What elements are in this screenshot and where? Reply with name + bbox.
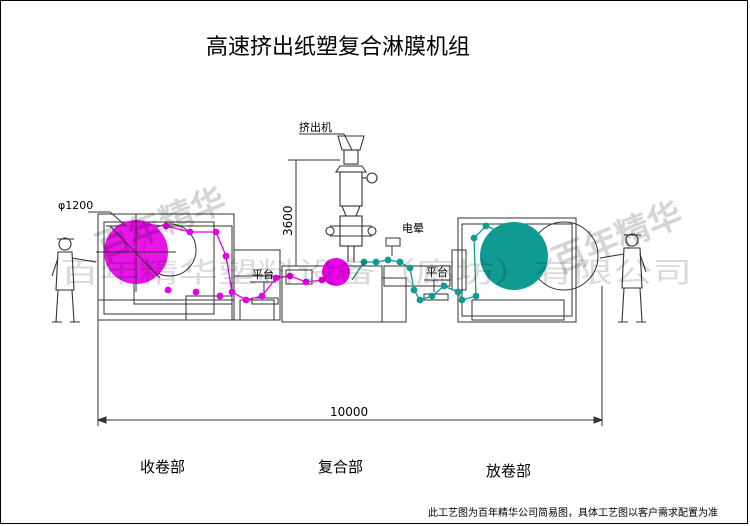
winding-roll-crosshair bbox=[96, 214, 176, 292]
section-laminating-label: 复合部 bbox=[318, 458, 363, 476]
length-dimension bbox=[96, 286, 604, 426]
height-label: 3600 bbox=[281, 205, 295, 236]
height-dimension bbox=[288, 159, 340, 267]
corona-treater: 电晕 bbox=[385, 222, 424, 256]
web-path-magenta bbox=[136, 220, 326, 304]
unwinding-roll bbox=[480, 222, 548, 290]
diameter-callout: φ1200 bbox=[58, 199, 127, 227]
platform-right: 平台 bbox=[423, 265, 450, 301]
section-winding-label: 收卷部 bbox=[140, 458, 185, 476]
chill-roll bbox=[322, 258, 350, 286]
watermark-company: 百年精华塑料设备（廊坊）有限公司 bbox=[60, 256, 692, 289]
platform-left: 平台 bbox=[250, 267, 279, 305]
platform-right-label: 平台 bbox=[426, 265, 448, 279]
extruder bbox=[325, 135, 378, 262]
extruder-label: 挤出机 bbox=[299, 120, 332, 134]
operator-right-figure bbox=[599, 233, 647, 323]
section-unwinding-label: 放卷部 bbox=[486, 462, 531, 480]
platform-left-label: 平台 bbox=[252, 267, 274, 281]
operator-left-figure bbox=[51, 237, 97, 323]
corona-label: 电晕 bbox=[402, 222, 424, 235]
diameter-label: φ1200 bbox=[58, 199, 93, 212]
diagram-title: 高速挤出纸塑复合淋膜机组 bbox=[206, 35, 470, 60]
length-label: 10000 bbox=[330, 405, 368, 419]
web-path-teal bbox=[351, 222, 497, 304]
footer-note: 此工艺图为百年精华公司简易图，具体工艺图以客户需求配置为准 bbox=[428, 506, 718, 519]
